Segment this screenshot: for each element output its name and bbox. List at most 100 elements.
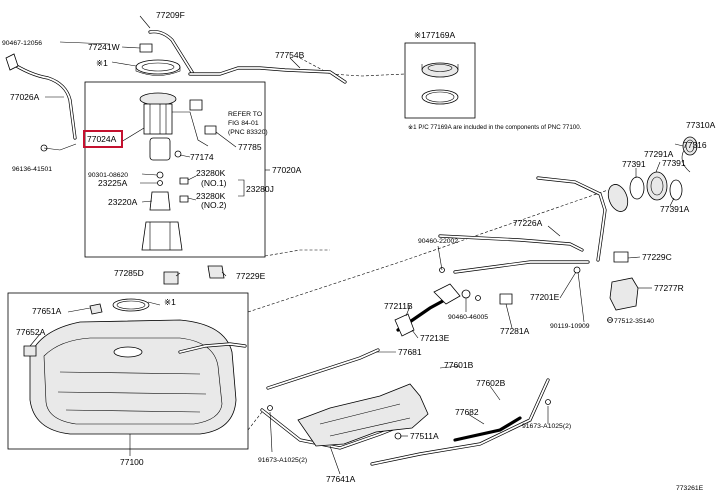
- label-23220A: 23220A: [108, 197, 138, 207]
- clip-77285D: [163, 271, 179, 285]
- gasket-77391A: [669, 179, 683, 201]
- label-90119-10909: 90119-10909: [550, 323, 590, 330]
- vent-line-77754B: [188, 66, 347, 84]
- retainer-inset-frame: [404, 42, 476, 119]
- label-77226A: 77226A: [513, 218, 543, 228]
- label-77285D: 77285D: [114, 268, 144, 278]
- label-77213E: 77213E: [420, 333, 450, 343]
- tank-to-band-dashed-line: [247, 411, 263, 431]
- tank-pad-77651A: [89, 303, 103, 315]
- gasket-77391: [629, 176, 645, 200]
- gasket-ring-inset: [421, 89, 459, 105]
- label-77316: 77316: [683, 140, 707, 150]
- clamp-77211B: [461, 289, 471, 299]
- inset-note: ※1 P/C 77169A are included in the compon…: [408, 124, 582, 131]
- label-77391-b: 77391: [662, 158, 686, 168]
- label-23280K-1: 23280K: [196, 168, 226, 178]
- clip-77229E: [207, 265, 225, 279]
- bracket-77277R: [609, 277, 639, 311]
- connector-77785: [204, 125, 217, 135]
- label-77209F: 77209F: [156, 10, 185, 20]
- label-star1-tank: ※1: [164, 297, 176, 307]
- label-77026A: 77026A: [10, 92, 40, 102]
- label-77174: 77174: [190, 152, 214, 162]
- label-23280J: 23280J: [246, 184, 274, 194]
- label-77169A: ※177169A: [414, 30, 455, 40]
- filler-opening: [607, 184, 629, 212]
- bolt-91673-left: [267, 405, 273, 411]
- label-77682: 77682: [455, 407, 479, 417]
- pump-wire: [172, 111, 209, 147]
- highlight-77024A: [83, 130, 123, 148]
- protector-77641A: [297, 383, 429, 447]
- label-90460-22002: 90460-22002: [418, 238, 458, 245]
- pump-filter: [149, 137, 171, 161]
- refer-note-line3: (PNC 83320): [228, 129, 268, 136]
- pump-23220A: [149, 191, 171, 211]
- pump-lower-housing: [141, 221, 183, 251]
- label-77785: 77785: [238, 142, 262, 152]
- label-77641A: 77641A: [326, 474, 356, 484]
- label-77652A: 77652A: [16, 327, 46, 337]
- pump-flange: [139, 92, 177, 106]
- label-77601B: 77601B: [444, 360, 474, 370]
- tank-to-filler-dashed-line: [247, 189, 609, 313]
- fuel-tank-body: [29, 319, 237, 435]
- filler-cap-77291A: [646, 171, 668, 201]
- vent-dashed-line: [299, 57, 406, 77]
- clip-77241W: [139, 43, 153, 53]
- label-77281A: 77281A: [500, 326, 530, 336]
- washer-23225A: [157, 180, 163, 186]
- label-23280K-2: 23280K: [196, 191, 226, 201]
- retainer-ring-top: [135, 59, 181, 75]
- label-91673-left: 91673-A1025(2): [258, 457, 307, 464]
- label-77241W: 77241W: [88, 42, 120, 52]
- tank-pump-opening: [113, 346, 143, 358]
- fuel-pump-assembly-frame: [84, 81, 266, 258]
- tank-pad-77652A: [23, 345, 37, 357]
- refer-note-line2: FIG 84-01: [228, 120, 259, 127]
- pump-body: [143, 103, 173, 135]
- label-77391A: 77391A: [660, 204, 690, 214]
- label-77020A: 77020A: [272, 165, 302, 175]
- label-77229C: 77229C: [642, 252, 672, 262]
- gasket-23280K-2: [179, 195, 189, 203]
- label-77201E: 77201E: [530, 292, 560, 302]
- label-no1: (NO.1): [201, 178, 227, 188]
- label-77651A: 77651A: [32, 306, 62, 316]
- label-77681: 77681: [398, 347, 422, 357]
- hose-clamp-lower: [394, 313, 415, 337]
- label-no2: (NO.2): [201, 200, 227, 210]
- fuel-tank-frame: [7, 292, 249, 450]
- label-23225A: 23225A: [98, 178, 128, 188]
- label-77211B: 77211B: [384, 301, 413, 311]
- bolt-91673-right: [545, 399, 551, 405]
- cap-tether-77316: [681, 149, 691, 173]
- label-96136-41501: 96136-41501: [12, 166, 52, 173]
- pump-frame-dashed-line: [264, 249, 330, 257]
- bolt-90119: [573, 266, 581, 274]
- label-90301-08620: 90301-08620: [88, 172, 128, 179]
- vent-tube-end-cap: [5, 53, 19, 71]
- label-77391-a: 77391: [622, 159, 646, 169]
- label-91673-right: 91673-A1025(2): [522, 423, 571, 430]
- pump-bracket: [189, 99, 203, 111]
- label-star1-top: ※1: [96, 58, 108, 68]
- label-77310A: 77310A: [686, 120, 716, 130]
- label-77291A: 77291A: [644, 149, 674, 159]
- retainer-ring-inset: [421, 62, 459, 78]
- figure-code: 773261E: [676, 485, 704, 492]
- o-ring-77174: [174, 150, 182, 158]
- label-77024A: 77024A: [87, 134, 117, 144]
- label-77754B: 77754B: [275, 50, 305, 60]
- refer-note-line1: REFER TO: [228, 111, 262, 118]
- label-77512-35140: 77512-35140: [614, 318, 654, 325]
- gasket-23280K-1: [179, 177, 189, 185]
- label-77602B: 77602B: [476, 378, 506, 388]
- label-77100: 77100: [120, 457, 144, 467]
- hose-section: [433, 283, 461, 305]
- label-77277R: 77277R: [654, 283, 684, 293]
- clamp-77229C: [613, 251, 629, 263]
- label-90460-46005: 90460-46005: [448, 314, 488, 321]
